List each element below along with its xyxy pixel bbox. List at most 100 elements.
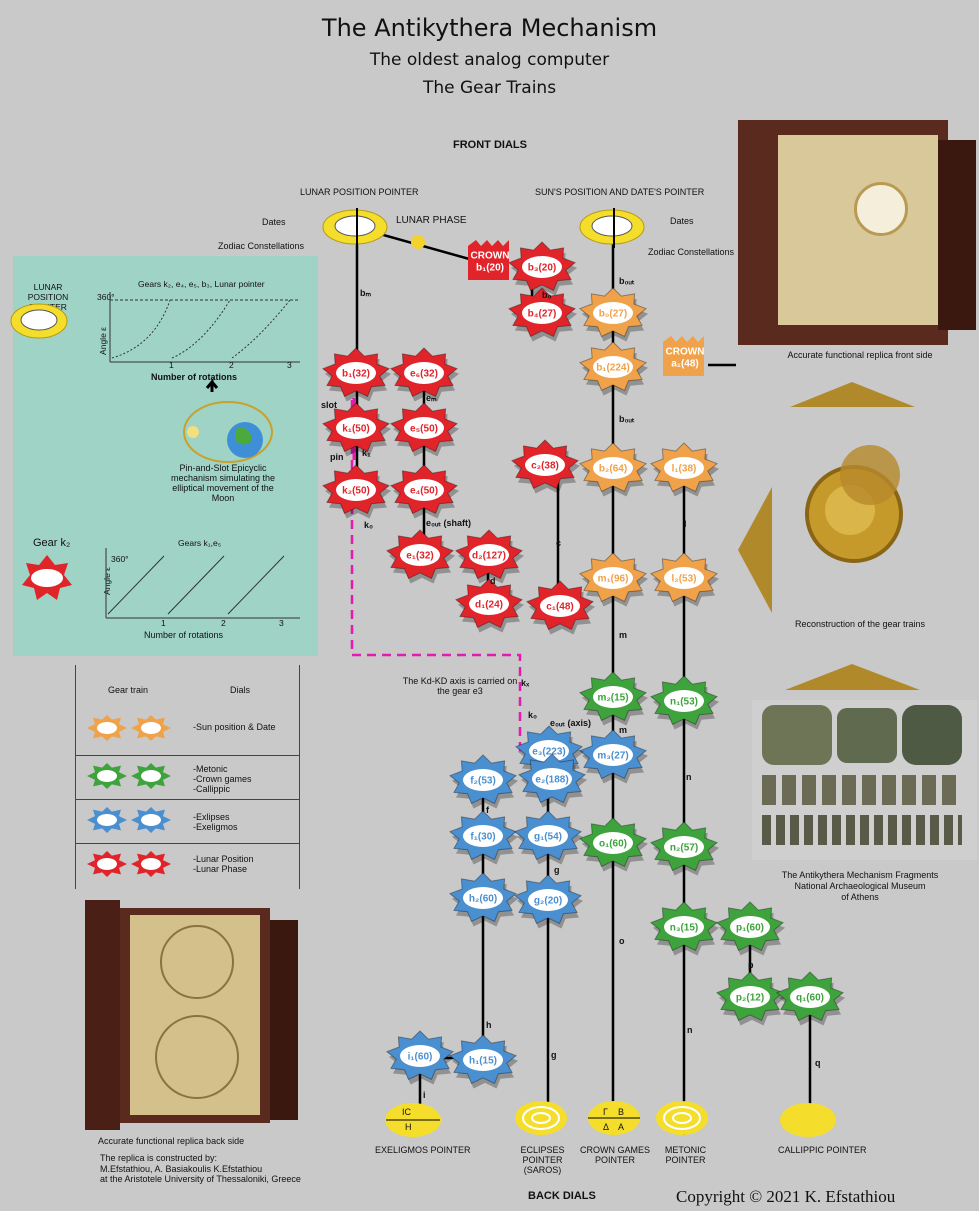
callippic-pointer-label: CALLIPPIC POINTER <box>778 1145 867 1155</box>
kd-axis-path <box>350 400 548 752</box>
gear-hub <box>404 479 444 501</box>
sun-position-dial <box>579 208 645 248</box>
shaft-slot: slot <box>321 400 338 410</box>
gear-hub <box>593 356 633 378</box>
shaft-bin: bₘ <box>360 288 372 298</box>
back-dials-heading: BACK DIALS <box>528 1190 596 1202</box>
gear-label: k₂(50) <box>342 486 370 497</box>
lunar-pointer-label: LUNAR POSITION POINTER <box>300 187 419 197</box>
graph1-xtick-2: 2 <box>229 360 234 370</box>
gear-hub <box>336 362 376 384</box>
gear-label: d₁(24) <box>475 600 503 611</box>
gear-n1: n₁(53) <box>649 675 720 730</box>
gear-label: e₂(188) <box>535 775 568 786</box>
gear-hub <box>540 595 580 617</box>
gear-d1: d₁(24) <box>454 578 525 633</box>
graph2-xtick-2: 2 <box>221 618 226 628</box>
gear-l1: l₁(38) <box>649 442 720 497</box>
legend-gear-icon <box>87 715 127 741</box>
gear-hub <box>593 744 633 766</box>
gear-label: i₁(60) <box>408 1052 433 1063</box>
gear-hub <box>529 740 569 762</box>
gear-hub <box>593 567 633 589</box>
gear-e5: e₅(50) <box>389 402 460 457</box>
legend-row-lunar: -Lunar Position -Lunar Phase <box>193 854 254 874</box>
legend-gear-icon <box>131 851 171 877</box>
graph2-title: Gears k₁,e₅ <box>178 538 222 548</box>
legend-gear-icon <box>131 763 171 789</box>
back-dial-metonic <box>656 1101 708 1135</box>
inset-graph-2 <box>105 548 300 619</box>
gear-label: d₂(127) <box>472 551 506 562</box>
gear-hub <box>463 887 503 909</box>
gear-label: e₅(50) <box>410 424 438 435</box>
gear-m3: m₃(27) <box>578 729 649 784</box>
gear-label: p₂(12) <box>736 993 764 1004</box>
graph1-xlabel: Number of rotations <box>151 372 238 382</box>
crown-gear-body <box>663 336 704 376</box>
legend-header-gear-train: Gear train <box>108 685 149 695</box>
gear-e6: e₆(32) <box>389 347 460 402</box>
shaft-n-2: n <box>687 1025 693 1035</box>
shaft-m-2: m <box>619 725 628 735</box>
exeligmos-pointer-label: EXELIGMOS POINTER <box>375 1145 471 1155</box>
gear-l2: l₂(53) <box>649 552 720 607</box>
legend-gear-hub <box>141 858 161 870</box>
crown-gear-label: a₁(48) <box>671 359 698 370</box>
gear-m2: m₂(15) <box>578 671 649 726</box>
gear-label: e₁(32) <box>406 551 433 562</box>
gear-q1: q₁(60) <box>775 971 846 1026</box>
legend-row-eclipses: -Exlipses -Exeligmos <box>193 812 238 832</box>
legend-gear-hub <box>141 770 161 782</box>
inset-graph-1 <box>109 292 300 363</box>
legend-gear-hub <box>97 814 117 826</box>
crown-gear-label: b₁(20) <box>476 263 504 274</box>
fragments-caption-3: of Athens <box>841 892 879 902</box>
shaft-k1: k₁ <box>362 448 371 458</box>
gear-layer: b₁(32)e₆(32)k₁(50)e₅(50)k₂(50)e₄(50)e₁(3… <box>321 241 846 1089</box>
legend-row-sun: -Sun position & Date <box>193 722 276 732</box>
gear-label: o₁(60) <box>599 839 627 850</box>
lunar-position-dial <box>322 208 425 249</box>
shaft-n: n <box>686 772 692 782</box>
gear-label: b₁(224) <box>596 363 630 374</box>
graph2-ytick: 360° <box>111 554 129 564</box>
gear-label: m₁(96) <box>598 574 629 585</box>
legend-gear-icon <box>87 763 127 789</box>
gear-hub <box>404 417 444 439</box>
legend-gear-icon <box>87 851 127 877</box>
replica-back-caption: Accurate functional replica back side <box>98 1136 245 1146</box>
gear-hub <box>593 302 633 324</box>
shaft-i: i <box>423 1090 426 1100</box>
gear-label: b₀(27) <box>599 309 627 320</box>
gear-label: n₃(15) <box>670 923 699 934</box>
gear-hub <box>525 454 565 476</box>
gear-e1: e₁(32) <box>385 529 456 584</box>
shaft-f: f <box>486 805 489 815</box>
page-subtitle-2: The Gear Trains <box>422 78 557 98</box>
gear-hub <box>522 256 562 278</box>
gear-hub <box>463 1049 503 1071</box>
gear-label: g₂(20) <box>534 896 562 907</box>
gear-label: e₄(50) <box>410 486 438 497</box>
gear-hub <box>522 302 562 324</box>
gear-hub <box>336 417 376 439</box>
gear-h2: h₂(60) <box>448 872 519 927</box>
gear-hub <box>336 479 376 501</box>
legend-gear-hub <box>97 770 117 782</box>
gear-hub <box>664 916 704 938</box>
shaft-ein: eₘ <box>426 393 437 403</box>
gear-hub <box>469 593 509 615</box>
gear-p2: p₂(12) <box>715 971 786 1026</box>
shaft-eout: e₀ᵤₜ (shaft) <box>426 518 472 528</box>
front-dials-heading: FRONT DIALS <box>453 139 527 151</box>
gear-hub <box>400 544 440 566</box>
gear-label: f₂(53) <box>470 776 496 787</box>
gear-b1b: b₁(224) <box>578 341 649 396</box>
legend-gear-icon <box>131 807 171 833</box>
shaft-g: g <box>554 865 560 875</box>
gear-c1: c₁(48) <box>525 580 596 635</box>
